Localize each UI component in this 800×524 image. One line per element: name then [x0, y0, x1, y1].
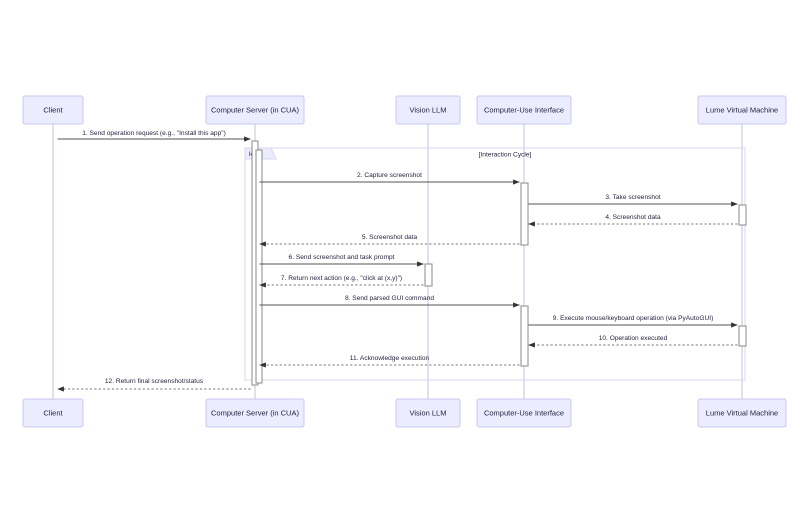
participant-lume-bottom[interactable]: Lume Virtual Machine	[697, 398, 787, 428]
message-label-3: 3. Take screenshot	[605, 194, 660, 201]
participant-label-vision-top: Vision LLM	[410, 105, 447, 114]
participant-box-server-bottom[interactable]	[205, 398, 305, 428]
message-label-2: 2. Capture screenshot	[357, 172, 422, 179]
message-label-4: 4. Screenshot data	[605, 214, 661, 221]
participant-cui-top[interactable]: Computer-Use Interface	[476, 95, 572, 125]
participants-top-group: Client Computer Server (in CUA) Vision LLM…	[22, 95, 787, 125]
message-label-12: 12. Return final screenshot/status	[105, 378, 204, 385]
participant-box-cui-top[interactable]	[476, 95, 572, 125]
participant-cui-bottom[interactable]: Computer-Use Interface	[476, 398, 572, 428]
activation-bar-cui-2	[520, 182, 529, 246]
participant-label-server-top: Computer Server (in CUA)	[211, 105, 299, 114]
participant-vision-bottom[interactable]: Vision LLM	[395, 398, 461, 428]
participant-label-cui-top: Computer-Use Interface	[484, 105, 564, 114]
message-label-6: 6. Send screenshot and task prompt	[289, 254, 395, 261]
participant-box-server-top[interactable]	[205, 95, 305, 125]
participant-label-client-top: Client	[43, 105, 63, 114]
activation-bar-cui-5	[520, 305, 529, 367]
participant-box-lume-top[interactable]	[697, 95, 787, 125]
participant-label-lume-top: Lume Virtual Machine	[706, 105, 778, 114]
participant-box-cui-bottom[interactable]	[476, 398, 572, 428]
activation-bar-lume-6	[738, 325, 747, 347]
participant-client-bottom[interactable]: Client	[22, 398, 84, 428]
participant-lume-top[interactable]: Lume Virtual Machine	[697, 95, 787, 125]
message-label-8: 8. Send parsed GUI command	[345, 295, 434, 302]
messages-group: 1. Send operation request (e.g., "Instal…	[57, 130, 738, 392]
message-label-10: 10. Operation executed	[599, 335, 668, 342]
participant-vision-top[interactable]: Vision LLM	[395, 95, 461, 125]
activation-bar-lume-3	[738, 204, 747, 226]
message-label-7: 7. Return next action (e.g., "click at (…	[281, 275, 402, 282]
participant-client-top[interactable]: Client	[22, 95, 84, 125]
participant-server-top[interactable]: Computer Server (in CUA)	[205, 95, 305, 125]
participant-label-server-bottom: Computer Server (in CUA)	[211, 408, 299, 417]
message-label-11: 11. Acknowledge execution	[350, 355, 430, 362]
message-label-5: 5. Screenshot data	[362, 234, 418, 241]
activation-bar-server-1	[255, 149, 263, 384]
activation-bar-vision-4	[424, 263, 433, 287]
activations-group	[251, 140, 747, 386]
participant-box-client-top[interactable]	[22, 95, 84, 125]
participant-label-cui-bottom: Computer-Use Interface	[484, 408, 564, 417]
participants-bottom-group: Client Computer Server (in CUA) Vision LLM…	[22, 398, 787, 428]
participant-server-bottom[interactable]: Computer Server (in CUA)	[205, 398, 305, 428]
loop-condition-label: [Interaction Cycle]	[479, 151, 532, 158]
participant-box-vision-top[interactable]	[395, 95, 461, 125]
message-label-1: 1. Send operation request (e.g., "Instal…	[82, 130, 226, 137]
loop-frame	[244, 147, 746, 381]
participant-box-vision-bottom[interactable]	[395, 398, 461, 428]
participant-box-lume-bottom[interactable]	[697, 398, 787, 428]
participant-label-vision-bottom: Vision LLM	[410, 408, 447, 417]
participant-label-client-bottom: Client	[43, 408, 63, 417]
participant-label-lume-bottom: Lume Virtual Machine	[706, 408, 778, 417]
message-label-9: 9. Execute mouse/keyboard operation (via…	[553, 315, 714, 322]
participant-box-client-bottom[interactable]	[22, 398, 84, 428]
